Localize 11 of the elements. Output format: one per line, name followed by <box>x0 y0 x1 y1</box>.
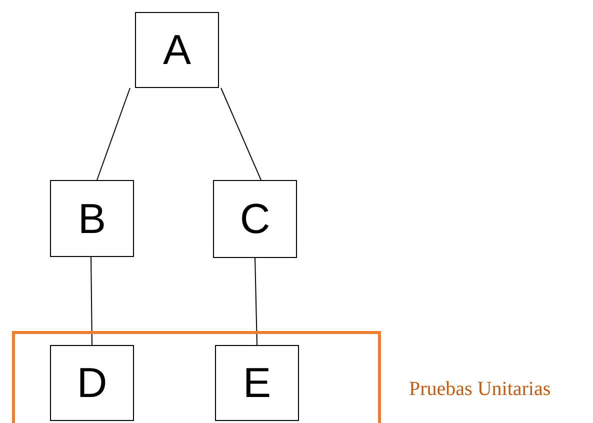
connector-line <box>254 258 258 346</box>
tree-node-box: C <box>213 180 297 258</box>
group-label: Pruebas Unitarias <box>409 378 551 401</box>
tree-node-box: B <box>50 180 134 257</box>
connector-line <box>220 88 262 180</box>
tree-node-box: E <box>215 345 299 421</box>
group-frame <box>12 331 381 423</box>
connector-line <box>96 88 130 180</box>
tree-node-box: D <box>50 345 134 421</box>
connector-line <box>90 256 92 346</box>
tree-node-box: A <box>135 12 219 88</box>
